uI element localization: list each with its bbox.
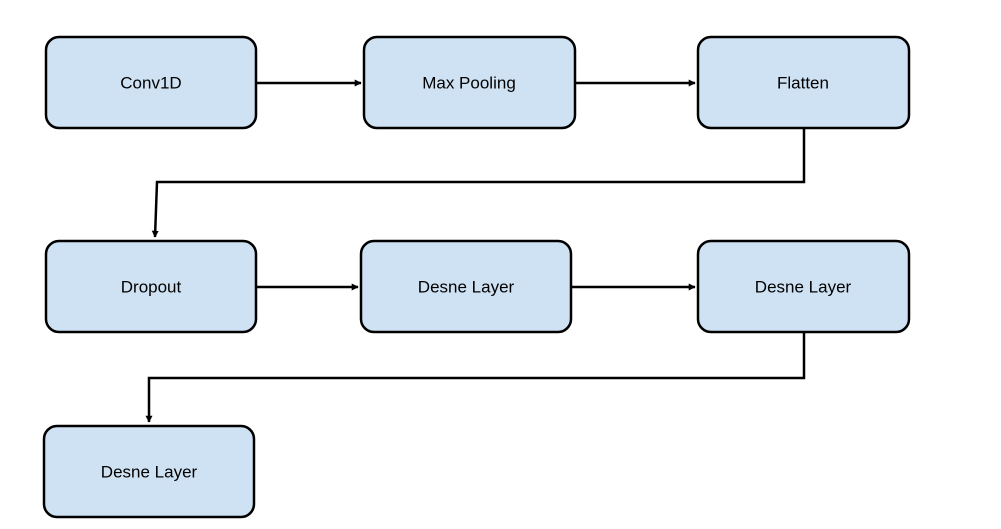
node-dense-1: Desne Layer: [359, 239, 573, 334]
node-label: Desne Layer: [755, 278, 852, 297]
edge-flatten-to-dropout: [151, 129, 806, 238]
node-label: Desne Layer: [101, 463, 198, 482]
node-dense-3: Desne Layer: [42, 424, 256, 519]
node-dropout: Dropout: [44, 239, 258, 334]
edge-dense-2-to-dense-3: [145, 332, 806, 423]
node-conv1d: Conv1D: [44, 35, 258, 130]
node-dense-2: Desne Layer: [696, 239, 911, 334]
node-label: Flatten: [777, 74, 829, 93]
node-label: Desne Layer: [418, 278, 515, 297]
node-max-pooling: Max Pooling: [362, 35, 577, 130]
node-label: Dropout: [121, 278, 182, 297]
node-flatten: Flatten: [696, 35, 911, 130]
node-label: Max Pooling: [422, 74, 516, 93]
node-label: Conv1D: [120, 74, 181, 93]
